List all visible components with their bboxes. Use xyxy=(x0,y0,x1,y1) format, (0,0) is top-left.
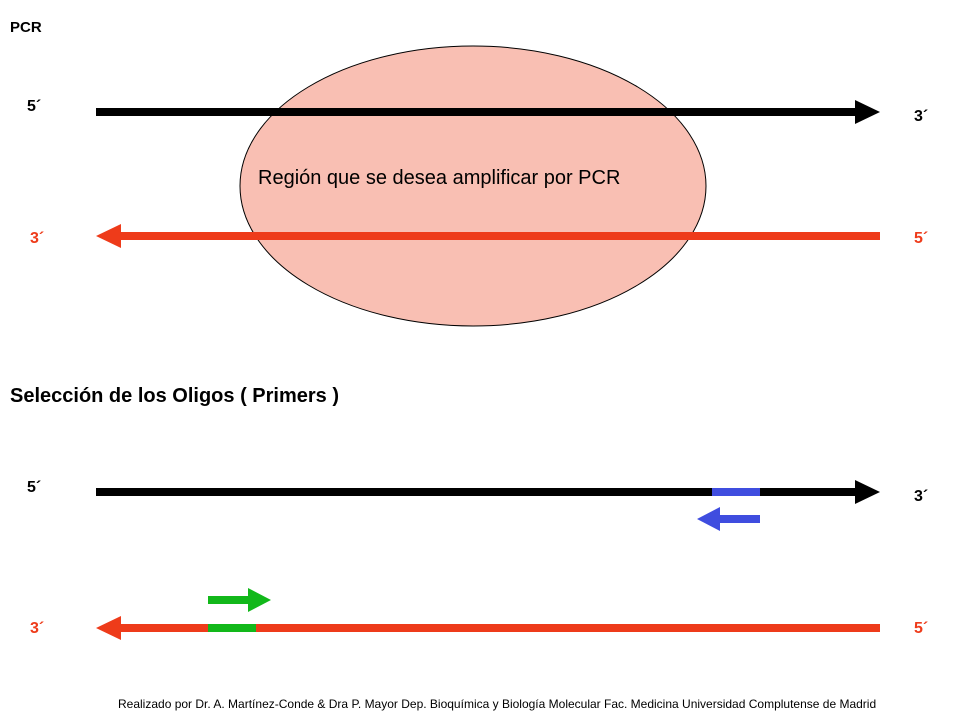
reverse-primer-site xyxy=(712,488,760,496)
forward-primer-site xyxy=(208,624,256,632)
strand-1-top-right-label: 3´ xyxy=(914,108,929,125)
strand-1-bottom-line xyxy=(118,232,880,240)
section-heading: Selección de los Oligos ( Primers ) xyxy=(10,385,339,407)
strand-2-bottom xyxy=(96,616,880,640)
region-label: Región que se desea amplificar por PCR xyxy=(258,167,621,189)
strand-2-bottom-left-label: 3´ xyxy=(30,620,45,637)
strand-2-bottom-arrowhead xyxy=(96,616,121,640)
reverse-primer-arrow xyxy=(697,507,760,531)
strand-1-bottom-right-label: 5´ xyxy=(914,230,929,247)
strand-1-bottom-arrowhead xyxy=(96,224,121,248)
strand-2-top-line xyxy=(96,488,858,496)
strand-2-top-left-label: 5´ xyxy=(27,479,42,496)
strand-2-top-right-label: 3´ xyxy=(914,488,929,505)
strand-2-top-arrowhead xyxy=(855,480,880,504)
strand-1-bottom xyxy=(96,224,880,248)
page-title: PCR xyxy=(10,19,42,36)
strand-2-top xyxy=(96,480,880,504)
strand-2-bottom-right-label: 5´ xyxy=(914,620,929,637)
strand-1-top-left-label: 5´ xyxy=(27,98,42,115)
strand-1-top-arrowhead xyxy=(855,100,880,124)
credit-footer: Realizado por Dr. A. Martínez-Conde & Dr… xyxy=(118,697,877,711)
strand-1-top xyxy=(96,100,880,124)
strand-2-bottom-line xyxy=(118,624,880,632)
forward-primer-arrow xyxy=(208,588,271,612)
strand-1-bottom-left-label: 3´ xyxy=(30,230,45,247)
strand-1-top-line xyxy=(96,108,858,116)
